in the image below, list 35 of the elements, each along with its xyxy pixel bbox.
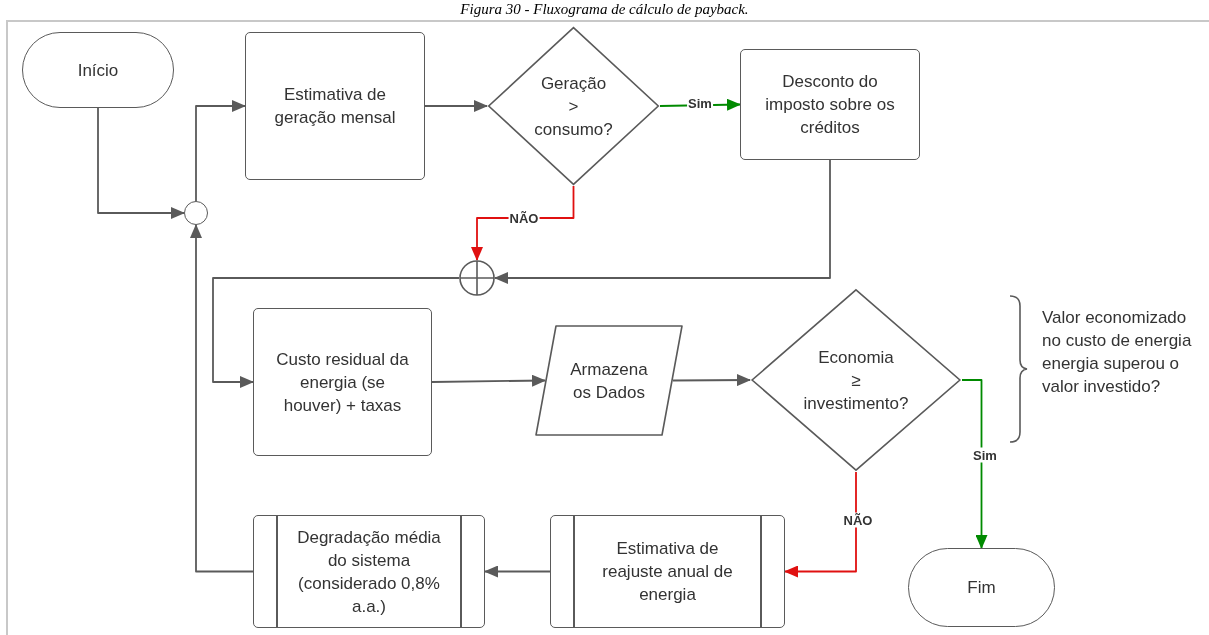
process-box bbox=[245, 32, 425, 180]
node-label: Estimativa de reajuste anual de energia bbox=[601, 538, 734, 606]
node-label: Início bbox=[77, 59, 119, 82]
node-label: Fim bbox=[967, 577, 996, 599]
node-label: Economia ≥ investimento? bbox=[802, 346, 910, 415]
arrow bbox=[484, 565, 551, 578]
arrow bbox=[190, 224, 254, 573]
decision-diamond bbox=[487, 26, 660, 186]
arrow bbox=[97, 107, 185, 219]
arrow bbox=[424, 100, 488, 112]
data-parallelogram bbox=[535, 325, 683, 436]
arrow bbox=[784, 471, 857, 578]
edge-label: NÃO bbox=[842, 512, 874, 528]
arrow bbox=[961, 379, 988, 549]
subprocess-box bbox=[550, 515, 785, 628]
arrow bbox=[195, 100, 246, 202]
subprocess-box bbox=[253, 515, 485, 628]
figure-title: Figura 30 - Fluxograma de cálculo de payback. bbox=[459, 0, 750, 18]
note-text: Valor economizado no custo de energia energia superou o valor investido? bbox=[1042, 307, 1192, 398]
node-label: Armazena os Dados bbox=[569, 358, 649, 404]
process-box bbox=[253, 308, 432, 456]
node-label: Custo residual da energia (se houver) + taxas bbox=[275, 348, 410, 417]
arrow bbox=[672, 374, 751, 387]
process-box bbox=[740, 49, 920, 160]
node-label: Desconto do imposto sobre os créditos bbox=[764, 71, 896, 139]
edge-label: Sim bbox=[972, 447, 998, 463]
arrow bbox=[494, 159, 831, 284]
node-label: Estimativa de geração mensal bbox=[273, 84, 397, 129]
node-label: Geração > consumo? bbox=[533, 72, 614, 141]
arrow bbox=[212, 277, 460, 388]
edge-label: NÃO bbox=[508, 210, 540, 226]
summing-junction bbox=[459, 260, 495, 296]
arrow bbox=[431, 374, 546, 387]
decision-diamond bbox=[750, 288, 962, 472]
node-label: Degradação média do sistema (considerado 0,8% a.a.) bbox=[296, 526, 442, 618]
